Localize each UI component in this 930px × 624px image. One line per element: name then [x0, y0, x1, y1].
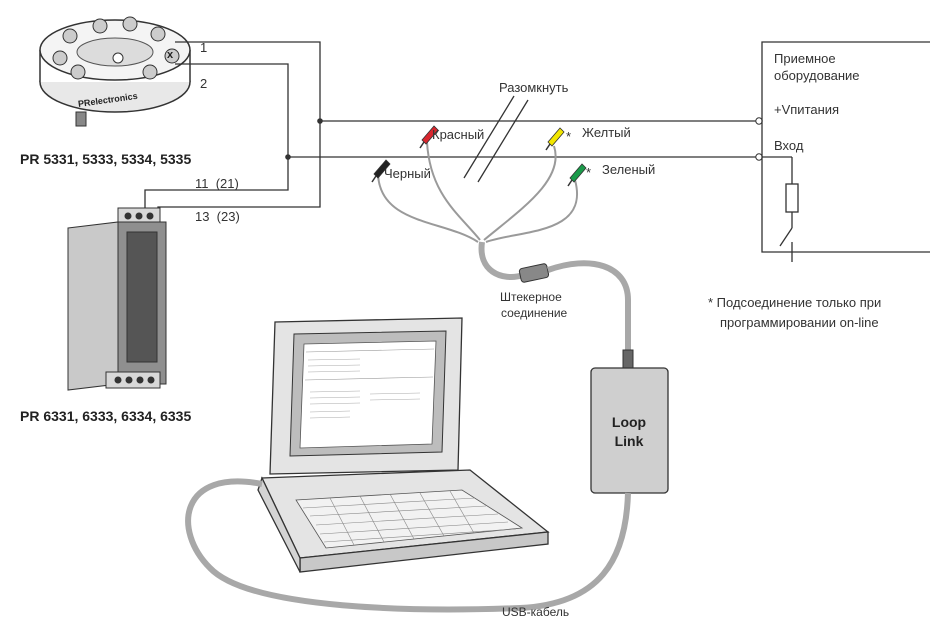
input-terminal [755, 153, 763, 161]
yellow-clip [545, 127, 565, 151]
green-clip-label: Зеленый [602, 162, 655, 177]
yellow-clip-star: * [566, 129, 571, 144]
connector-label-line2: соединение [501, 306, 568, 320]
transmitter-head-illustration: x [39, 16, 191, 127]
svg-text:x: x [167, 49, 174, 61]
wire-label-1: 1 [200, 40, 207, 55]
probe-cables [377, 141, 579, 243]
loop-link-plug [622, 349, 634, 369]
junction-dot [285, 154, 291, 160]
receiver-title-line1: Приемное [774, 51, 836, 66]
connector-cable [478, 241, 525, 280]
loop-link-box [590, 367, 669, 494]
footnote-line2: программировании on-line [720, 315, 879, 330]
cable-to-loop-link [546, 260, 631, 352]
wire-label-11: 11 (21) [195, 176, 239, 191]
black-clip [371, 159, 391, 183]
usb-cable [185, 478, 631, 613]
din-transmitter-illustration [67, 207, 167, 391]
wire-label-2: 2 [200, 76, 207, 91]
black-clip-label: Черный [384, 166, 431, 181]
laptop-illustration [257, 317, 550, 573]
green-clip [567, 163, 587, 187]
receiver-title-line2: оборудование [774, 68, 860, 83]
footnote-line1: * Подсоединение только при [708, 295, 881, 310]
break-label: Разомкнуть [499, 80, 569, 95]
wire-label-13: 13 (23) [195, 209, 240, 224]
head-model-label: PR 5331, 5333, 5334, 5335 [20, 151, 191, 167]
receiver-box [761, 41, 930, 253]
supply-terminal [755, 117, 763, 125]
green-clip-star: * [586, 165, 591, 180]
supply-label: +Vпитания [774, 102, 839, 117]
connector-label-line1: Штекерное [500, 290, 562, 304]
red-clip [419, 125, 439, 149]
loop-wiring [144, 41, 799, 262]
input-label: Вход [774, 138, 804, 153]
plug-connector [518, 263, 550, 283]
junction-dot [317, 118, 323, 124]
red-clip-label: Красный [432, 127, 484, 142]
yellow-clip-label: Желтый [582, 125, 631, 140]
loop-link-line1: Loop [612, 414, 646, 430]
usb-cable-label: USB-кабель [502, 605, 569, 619]
din-model-label: PR 6331, 6333, 6334, 6335 [20, 408, 191, 424]
break-symbol [463, 95, 529, 183]
loop-link-line2: Link [615, 433, 644, 449]
